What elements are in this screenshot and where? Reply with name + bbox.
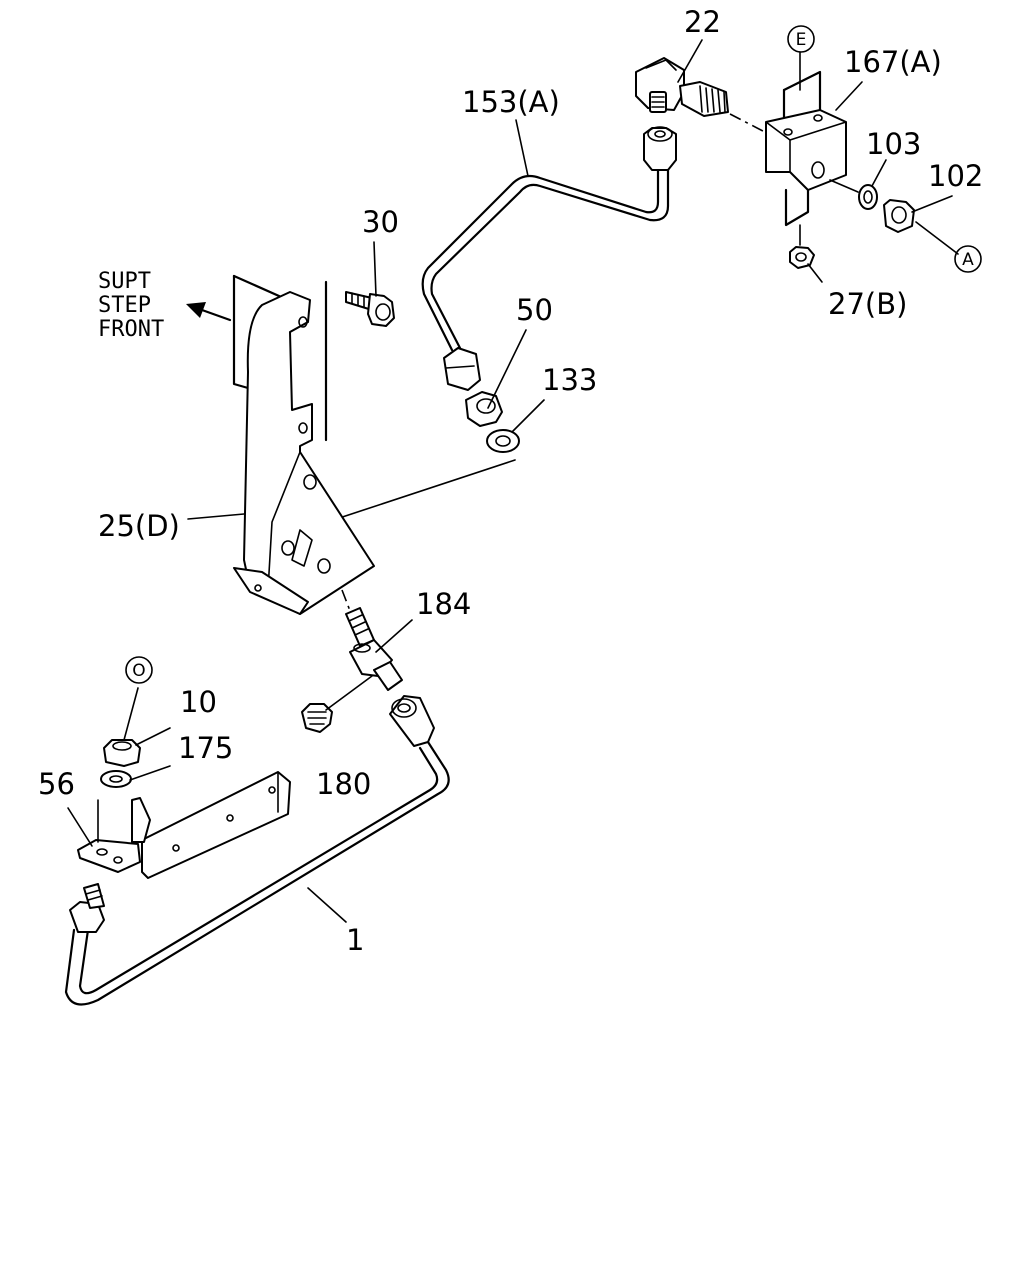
callout-1: 1	[346, 923, 364, 957]
note-line-2: STEP	[98, 293, 151, 318]
callout-102: 102	[928, 159, 983, 193]
pipe-153[interactable]	[421, 126, 677, 391]
circle-ref-o: O	[125, 656, 153, 684]
nut-27[interactable]	[789, 246, 815, 269]
callout-22: 22	[684, 5, 721, 39]
callout-133: 133	[542, 363, 597, 397]
callout-56: 56	[38, 767, 75, 801]
fitting-22[interactable]	[635, 57, 729, 117]
callout-167: 167(A)	[844, 45, 942, 79]
callout-153: 153(A)	[462, 85, 560, 119]
callout-184: 184	[416, 587, 471, 621]
callout-10: 10	[180, 685, 217, 719]
callout-103: 103	[866, 127, 921, 161]
plug-180[interactable]	[301, 703, 333, 733]
callout-175: 175	[178, 731, 233, 765]
pipe-1[interactable]	[64, 695, 450, 1006]
circle-ref-a: A	[954, 245, 982, 273]
washer-103[interactable]	[858, 184, 878, 210]
note-line-1: SUPT	[98, 269, 151, 294]
bolt-30[interactable]	[345, 291, 395, 327]
circle-ref-e: E	[787, 25, 815, 53]
support-step-25[interactable]	[232, 274, 375, 615]
svg-text:E: E	[796, 30, 807, 50]
callout-25: 25(D)	[98, 509, 180, 543]
nut-102[interactable]	[883, 199, 915, 233]
callout-30: 30	[362, 205, 399, 239]
washer-133[interactable]	[486, 429, 520, 453]
arrow-head-icon	[186, 302, 206, 318]
connector-184[interactable]	[345, 607, 403, 691]
washer-175[interactable]	[100, 770, 132, 788]
front-arrow	[200, 308, 232, 322]
nut-50[interactable]	[465, 391, 503, 427]
bracket-167[interactable]	[765, 70, 847, 227]
bracket-56[interactable]	[77, 771, 291, 879]
callout-27: 27(B)	[828, 287, 907, 321]
nut-10[interactable]	[103, 739, 141, 767]
callout-50: 50	[516, 293, 553, 327]
svg-text:O: O	[132, 661, 145, 681]
svg-text:A: A	[962, 250, 974, 270]
note-line-3: FRONT	[98, 317, 164, 342]
callout-180: 180	[316, 767, 371, 801]
